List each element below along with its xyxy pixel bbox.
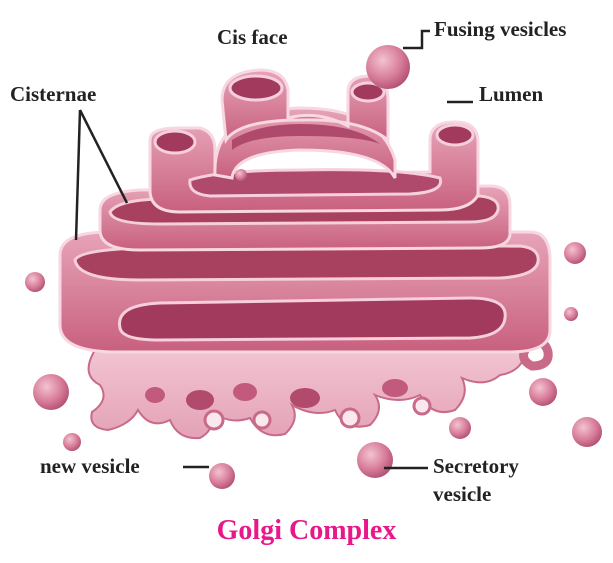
vesicle [33, 374, 69, 410]
vesicle [529, 378, 557, 406]
vesicle [25, 272, 45, 292]
cis-face-arches [213, 68, 397, 180]
vesicle [449, 417, 471, 439]
leader-lines [74, 29, 473, 470]
cisterna-base [58, 230, 552, 354]
vesicle [63, 433, 81, 451]
new-vesicle-label: new vesicle [40, 454, 140, 478]
vesicle [572, 417, 602, 447]
lumen-label: Lumen [479, 82, 544, 106]
cisternae-label: Cisternae [10, 82, 97, 106]
vesicle [564, 307, 578, 321]
diagram-title: Golgi Complex [216, 515, 397, 546]
cisterna-upper [148, 120, 480, 214]
vesicle [564, 242, 586, 264]
fusing-vesicles-label: Fusing vesicles [434, 17, 567, 41]
secretory-label-line2: vesicle [433, 482, 492, 506]
new-vesicle [209, 463, 235, 489]
secretory-vesicle [357, 442, 393, 478]
cisternae-leader-a [78, 109, 129, 204]
fusing-vesicles-leader [403, 29, 430, 50]
cisternae-leader-b [74, 109, 82, 241]
cis-face-label: Cis face [217, 25, 288, 49]
secretory-label-line1: Secretory [433, 454, 519, 478]
vesicle [235, 169, 247, 181]
fusing-vesicle [366, 45, 410, 89]
